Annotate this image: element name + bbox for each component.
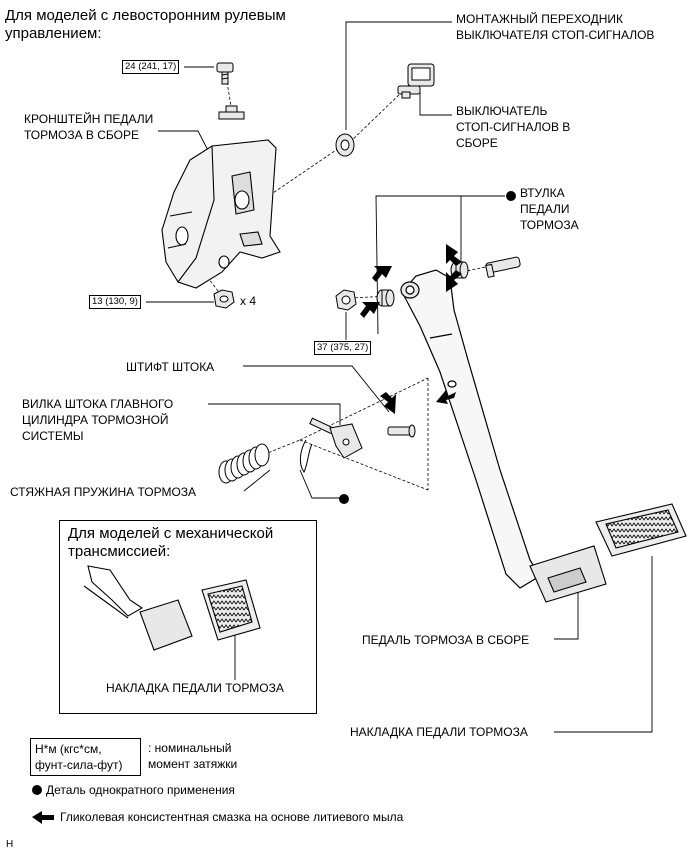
bracket-nut [213,289,235,309]
label-bushing-3: ТОРМОЗА [520,218,579,232]
non-reusable-dot [339,494,349,504]
leader-lines [146,21,653,733]
torque-unit-line2: фунт-сила-фут) [35,758,123,772]
torque-unit-line1: Н*м (кгс*см, [35,742,102,756]
brake-pedal-pad-part [595,503,687,557]
switch-adapter [335,133,355,157]
lhd-heading-line1: Для моделей с левосторонним рулевым [5,7,286,24]
torque-box-nuts: 13 (130, 9) [89,295,141,309]
label-clevis-1: ВИЛКА ШТОКА ГЛАВНОГО [22,397,174,411]
torque-box-bolt: 24 (241, 17) [122,60,180,74]
footer-code: H [6,839,14,850]
label-bushing-2: ПЕДАЛИ [520,202,570,216]
brake-pedal-bracket [161,139,281,289]
manual-transmission-inset: Для моделей с механической трансмиссией:… [59,520,317,714]
inset-pedal-art [83,565,193,651]
grease-arrow-icon [360,244,462,414]
brake-return-spring [218,443,270,484]
label-clevis-3: СИСТЕМЫ [22,429,84,443]
legend-dot-icon [32,785,42,795]
bracket-bolt [216,62,234,85]
pivot-nut [335,289,357,311]
inset-pad [201,579,261,641]
brake-pedal-arm [400,269,541,589]
label-spring: СТЯЖНАЯ ПРУЖИНА ТОРМОЗА [10,485,197,499]
master-cylinder-clevis [309,417,363,459]
brake-pedal-assembly-pad [529,545,607,603]
label-switch-3: СБОРЕ [456,136,498,150]
inset-title-1: Для моделей с механической [68,525,274,542]
torque-legend-box: Н*м (кгс*см, фунт-сила-фут) [30,738,141,776]
label-switch-adapter-1: МОНТАЖНЫЙ ПЕРЕХОДНИК [456,12,623,26]
left-bushing [376,289,395,307]
pivot-bolt [485,256,521,278]
label-pin: ШТИФТ ШТОКА [126,360,215,374]
legend-non-reusable: Деталь однократного применения [46,783,235,797]
torque-box-pivot: 37 (375, 27) [314,341,372,355]
lhd-heading-line2: управлением: [5,25,102,42]
label-times4: x 4 [240,294,257,308]
label-switch-1: ВЫКЛЮЧАТЕЛЬ [456,104,548,118]
inset-pad-label: НАКЛАДКА ПЕДАЛИ ТОРМОЗА [106,681,284,695]
label-pad: НАКЛАДКА ПЕДАЛИ ТОРМОЗА [350,725,528,739]
label-bushing-1: ВТУЛКА [520,186,565,200]
inset-title-2: трансмиссией: [68,543,171,560]
label-switch-2: СТОП-СИГНАЛОВ В [456,120,571,134]
label-bracket-2: ТОРМОЗА В СБОРЕ [24,128,139,142]
label-bracket-1: КРОНШТЕЙН ПЕДАЛИ [24,112,154,126]
stop-light-switch [397,63,435,99]
bracket-clip [218,105,245,120]
push-rod-pin [387,424,416,438]
non-reusable-dot [506,191,516,201]
clevis-clip [299,439,313,473]
torque-desc-1: : номинальный [148,741,232,755]
label-switch-adapter-2: ВЫКЛЮЧАТЕЛЯ СТОП-СИГНАЛОВ [456,28,655,42]
torque-desc-2: момент затяжки [148,757,238,771]
label-pedal-assy: ПЕДАЛЬ ТОРМОЗА В СБОРЕ [362,633,530,647]
label-clevis-2: ЦИЛИНДРА ТОРМОЗНОЙ [22,413,169,427]
legend-grease: Гликолевая консистентная смазка на основ… [60,810,404,824]
legend-arrow-icon [32,811,54,824]
